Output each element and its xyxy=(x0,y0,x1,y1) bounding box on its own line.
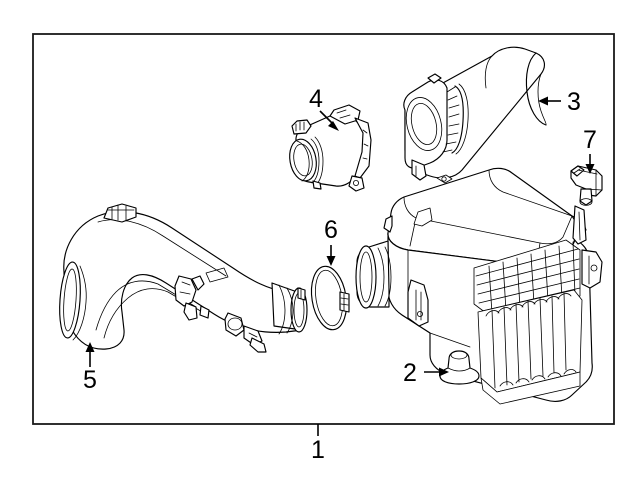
part-hose-clamp-ring xyxy=(310,265,350,331)
callout-2-arrowhead xyxy=(439,367,449,377)
duct-mount-bracket xyxy=(224,312,267,353)
callout-5-arrowhead xyxy=(85,342,95,352)
callout-5-label: 5 xyxy=(83,366,97,394)
callout-4: 4 xyxy=(309,85,339,131)
callout-3-label: 3 xyxy=(567,88,581,116)
callout-7: 7 xyxy=(583,126,597,174)
callout-3: 3 xyxy=(538,88,581,116)
callout-4-leader xyxy=(319,110,334,125)
duct-side-port xyxy=(174,275,205,321)
part-air-intake-duct xyxy=(59,203,308,353)
callout-5: 5 xyxy=(83,342,97,394)
duct-top-connector xyxy=(103,203,137,223)
callout-3-arrowhead xyxy=(538,96,548,106)
callout-4-label: 4 xyxy=(309,85,323,113)
callout-6-label: 6 xyxy=(324,216,338,244)
callout-1-label: 1 xyxy=(311,436,325,464)
callout-4-arrowhead xyxy=(328,121,339,131)
part-air-filter-element xyxy=(403,46,547,181)
callout-2: 2 xyxy=(403,359,449,387)
housing-ribbed-panel xyxy=(477,289,583,393)
callout-6: 6 xyxy=(324,216,338,266)
callout-7-arrowhead xyxy=(585,164,595,174)
callout-1: 1 xyxy=(311,424,325,464)
part-mass-air-flow-sensor xyxy=(289,104,372,192)
callout-7-label: 7 xyxy=(583,126,597,154)
part-intake-air-temperature-sensor xyxy=(570,165,603,206)
callout-2-label: 2 xyxy=(403,359,417,387)
part-air-cleaner-housing xyxy=(355,167,603,405)
housing-bottom-edge xyxy=(480,369,581,405)
callout-6-arrowhead xyxy=(326,256,336,266)
